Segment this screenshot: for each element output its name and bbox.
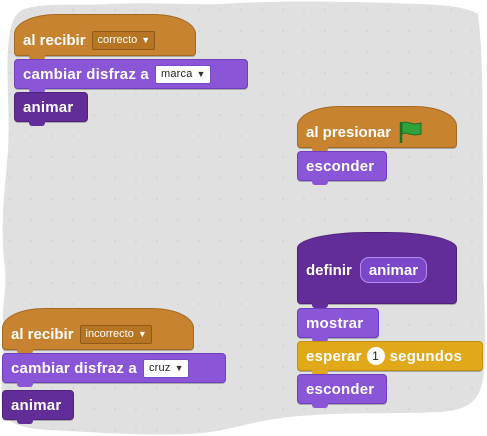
call-animar-block[interactable]: animar <box>2 390 74 424</box>
when-receive-hat-incorrecto[interactable]: al recibir incorrecto▼ <box>2 308 194 354</box>
when-receive-hat-correcto[interactable]: al recibir correcto▼ <box>14 14 196 60</box>
block-label: esconder <box>306 157 375 175</box>
costume-dropdown[interactable]: cruz▼ <box>142 358 189 378</box>
switch-costume-block[interactable]: cambiar disfraz a cruz▼ <box>2 353 226 387</box>
block-suffix: segundos <box>389 347 463 365</box>
block-label: cambiar disfraz a <box>23 65 149 83</box>
hide-block[interactable]: esconder <box>297 374 387 408</box>
define-animar-hat[interactable]: definir animar <box>297 232 457 308</box>
hat-label: al recibir <box>23 31 86 49</box>
chevron-down-icon: ▼ <box>141 35 151 45</box>
costume-dropdown[interactable]: marca▼ <box>154 64 211 84</box>
block-label: esconder <box>306 380 375 398</box>
call-animar-block[interactable]: animar <box>14 92 88 126</box>
hat-label: al presionar <box>306 123 392 141</box>
message-dropdown[interactable]: incorrecto▼ <box>79 324 152 344</box>
chevron-down-icon: ▼ <box>196 69 206 79</box>
chevron-down-icon: ▼ <box>137 329 147 339</box>
block-label: animar <box>23 98 74 116</box>
chevron-down-icon: ▼ <box>174 363 184 373</box>
block-label: mostrar <box>306 314 364 332</box>
when-flag-clicked-hat[interactable]: al presionar <box>297 106 457 152</box>
message-dropdown[interactable]: correcto▼ <box>91 30 156 50</box>
switch-costume-block[interactable]: cambiar disfraz a marca▼ <box>14 59 248 93</box>
block-label: animar <box>11 396 62 414</box>
block-label: cambiar disfraz a <box>11 359 137 377</box>
wait-seconds-block[interactable]: esperar 1 segundos <box>297 341 483 375</box>
hat-label: definir <box>306 261 352 279</box>
show-block[interactable]: mostrar <box>297 308 379 342</box>
seconds-input[interactable]: 1 <box>366 347 385 365</box>
custom-block-prototype[interactable]: animar <box>359 257 428 283</box>
hat-label: al recibir <box>11 325 74 343</box>
green-flag-icon <box>397 120 423 144</box>
hide-block[interactable]: esconder <box>297 151 387 185</box>
block-label: esperar <box>306 347 362 365</box>
